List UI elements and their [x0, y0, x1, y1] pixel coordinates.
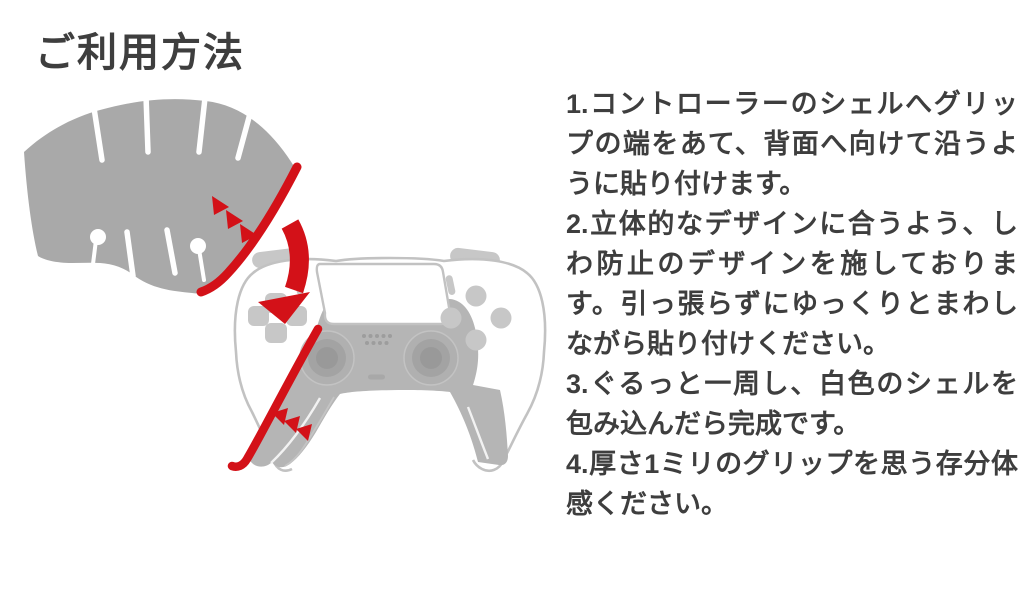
how-to-illustration: [24, 93, 547, 473]
instruction-text: 1.コントローラーのシェルへグリップの端をあて、背面へ向けて沿うように貼り付けま…: [566, 84, 1018, 524]
ps5-controller-graphic: [233, 247, 547, 473]
grip-edge-highlight: [227, 324, 323, 471]
controller-left-stick: [299, 330, 355, 386]
mute-button: [368, 374, 385, 380]
wrap-direction-arrows: [212, 196, 257, 243]
grip-sheet-graphic: [24, 93, 295, 294]
controller-right-stick: [403, 330, 459, 386]
controller-touchpad: [315, 262, 452, 326]
speaker-holes: [362, 334, 392, 345]
instruction-step-3: 3.ぐるっと一周し、白色のシェルを包み込んだら完成です。: [566, 369, 1018, 439]
instruction-step-2: 2.立体的なデザインに合うよう、しわ防止のデザインを施しております。引っ張らずに…: [566, 209, 1018, 359]
instruction-step-4: 4.厚さ1ミリのグリップを思う存分体感ください。: [566, 449, 1018, 519]
instruction-step-1: 1.コントローラーのシェルへグリップの端をあて、背面へ向けて沿うように貼り付けま…: [566, 89, 1018, 199]
options-button: [445, 275, 456, 295]
apply-down-arrow-icon: [258, 219, 310, 324]
wrap-edge-highlight: [196, 162, 302, 297]
grip-direction-arrows: [272, 408, 312, 441]
page-title: ご利用方法: [35, 31, 245, 75]
controller-face-buttons: [440, 285, 512, 351]
